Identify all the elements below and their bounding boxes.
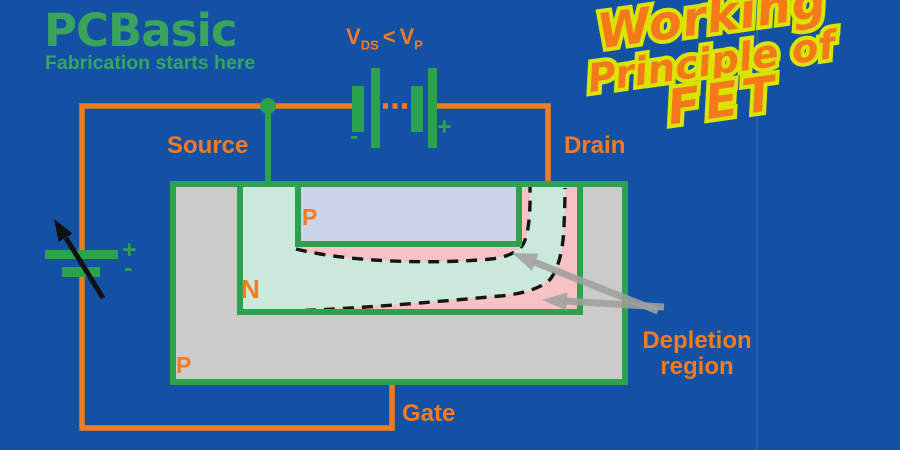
- bias-v: V: [346, 24, 361, 49]
- p-gate-region-label: P: [302, 204, 318, 230]
- bias-vp: V: [399, 24, 415, 49]
- depletion-annotation-line2: region: [660, 353, 734, 381]
- wire-junction-dot: [260, 98, 276, 114]
- p-gate-region: [295, 181, 522, 244]
- bias-operator: <: [382, 24, 396, 49]
- gate-terminal-label: Gate: [402, 400, 456, 427]
- depletion-pointer-arrows: [512, 253, 665, 315]
- drain-battery-symbol: [352, 68, 437, 148]
- depletion-region-annotation: Depletion region: [622, 327, 772, 381]
- region-borders: [170, 181, 628, 385]
- variable-voltage-arrow: [54, 219, 106, 300]
- bias-condition-label: VDS<VP: [346, 24, 423, 52]
- bias-vp-sub: P: [414, 37, 423, 53]
- depletion-annotation-line1: Depletion: [642, 327, 752, 354]
- drain-battery-plus-mark: +: [437, 113, 452, 141]
- gate-battery-symbol: [45, 250, 118, 277]
- bias-v-sub: DS: [360, 37, 379, 53]
- brand-logo: PCBasic: [44, 4, 238, 57]
- drain-battery-minus-mark: -: [350, 122, 359, 150]
- gate-battery-minus-mark: -: [124, 254, 133, 282]
- p-substrate-region-label: P: [176, 352, 192, 378]
- depletion-boundary-dashed: [295, 186, 567, 313]
- drain-terminal-label: Drain: [564, 132, 626, 159]
- n-channel-region-label: N: [241, 274, 260, 304]
- gate-circuit-wire: [79, 277, 395, 431]
- gate-battery-plus-mark: +: [122, 236, 137, 264]
- source-terminal-label: Source: [167, 132, 249, 159]
- brand-tagline: Fabrication starts here: [45, 52, 256, 74]
